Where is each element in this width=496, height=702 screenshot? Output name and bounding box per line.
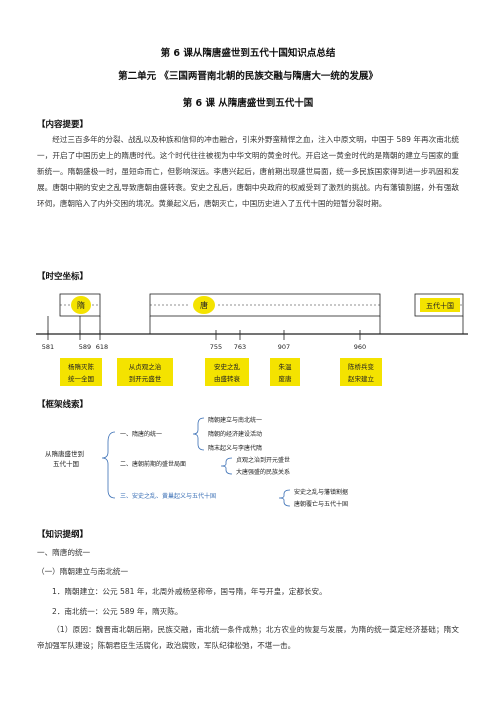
era-wudai-label: 五代十国: [426, 301, 454, 310]
framework-branch-3: 三、安史之乱、黄巢起义与五代十国: [120, 492, 216, 500]
knowledge-h1: 一、隋唐的统一: [37, 548, 91, 557]
year-763: 763: [234, 343, 246, 351]
year-907: 907: [278, 343, 290, 351]
timeline-heading: 【时空坐标】: [37, 272, 89, 282]
framework-root-line2: 五代十国: [53, 459, 79, 468]
event-4-line2: 废唐: [279, 374, 293, 383]
era-wudai-badge: [420, 298, 460, 312]
era-tang-box: [149, 293, 381, 317]
event-1-line2: 统一全国: [68, 374, 94, 383]
framework-root-line1: 从隋唐盛世到: [45, 449, 84, 458]
event-box-4: [270, 358, 300, 386]
year-960: 960: [354, 343, 366, 351]
era-sui-label: 隋: [77, 300, 85, 310]
unit-title: 第二单元 《三国两晋南北朝的民族交融与隋唐大一统的发展》: [118, 71, 378, 82]
event-5-line2: 赵宋建立: [348, 374, 375, 383]
year-618: 618: [96, 343, 108, 351]
event-2-line2: 到开元盛世: [129, 374, 162, 383]
knowledge-item-3: （1）原因：魏晋南北朝后期，民族交融，南北统一条件成熟；北方农业的恢复与发展，为…: [37, 625, 459, 650]
framework-leaf-2-1: 贞观之治到开元盛世: [236, 456, 290, 464]
event-3-line1: 安史之乱: [214, 362, 241, 371]
framework-leaf-1-3: 隋末起义与李唐代隋: [208, 444, 262, 452]
event-1-line1: 杨隋灭陈: [68, 362, 95, 371]
event-2-line1: 从贞观之治: [129, 362, 162, 371]
framework-leaf-3-1: 安史之乱与藩镇割据: [294, 488, 348, 496]
framework-diagram: 从隋唐盛世到 五代十国 一、隋唐的统一 二、唐朝前期的盛世局面 三、安史之乱、黄…: [45, 416, 348, 508]
framework-leaf-1-2: 隋朝的经济建设活动: [208, 430, 262, 438]
knowledge-h2: （一）隋朝建立与南北统一: [37, 567, 129, 576]
knowledge-item-1: 1．隋朝建立：公元 581 年，北周外戚杨坚称帝，国号隋，年号开皇，定都长安。: [52, 587, 327, 596]
event-box-2: [117, 358, 173, 386]
era-tang-badge: [193, 296, 215, 314]
knowledge-heading: 【知识提纲】: [37, 530, 89, 540]
framework-branch-1: 一、隋唐的统一: [120, 430, 162, 438]
summary-text: 经过三百多年的分裂、战乱以及种族和信仰的冲击融合，引来外野蛮精悍之血，注入中原文…: [37, 135, 459, 208]
year-755: 755: [210, 343, 222, 351]
event-3-line2: 由盛转衰: [214, 374, 241, 383]
timeline-diagram: 隋 唐 五代十国 581 589 618 755 763 907 960 杨隋灭…: [36, 293, 468, 386]
event-5-line1: 陈桥兵变: [348, 362, 375, 371]
event-box-1: [60, 358, 102, 386]
framework-heading: 【框架线索】: [37, 400, 89, 410]
lesson-title: 第 6 课 从隋唐盛世到五代十国: [182, 98, 314, 109]
event-box-3: [205, 358, 249, 386]
event-box-5: [340, 358, 382, 386]
era-tang-label: 唐: [200, 300, 208, 310]
framework-branch-2: 二、唐朝前期的盛世局面: [120, 460, 186, 468]
event-4-line1: 朱温: [279, 362, 293, 371]
era-sui-badge: [71, 296, 91, 314]
framework-leaf-1-1: 隋朝建立与南北统一: [208, 416, 262, 424]
year-589: 589: [79, 343, 91, 351]
summary-heading: 【内容提要】: [37, 120, 89, 130]
knowledge-item-2: 2．南北统一：公元 589 年，隋灭陈。: [52, 607, 183, 616]
year-581: 581: [42, 343, 54, 351]
framework-leaf-3-2: 唐朝覆亡与五代十国: [294, 500, 348, 508]
framework-leaf-2-2: 大唐强盛的民族关系: [236, 468, 290, 476]
document-title: 第 6 课从隋唐盛世到五代十国知识点总结: [160, 48, 336, 59]
